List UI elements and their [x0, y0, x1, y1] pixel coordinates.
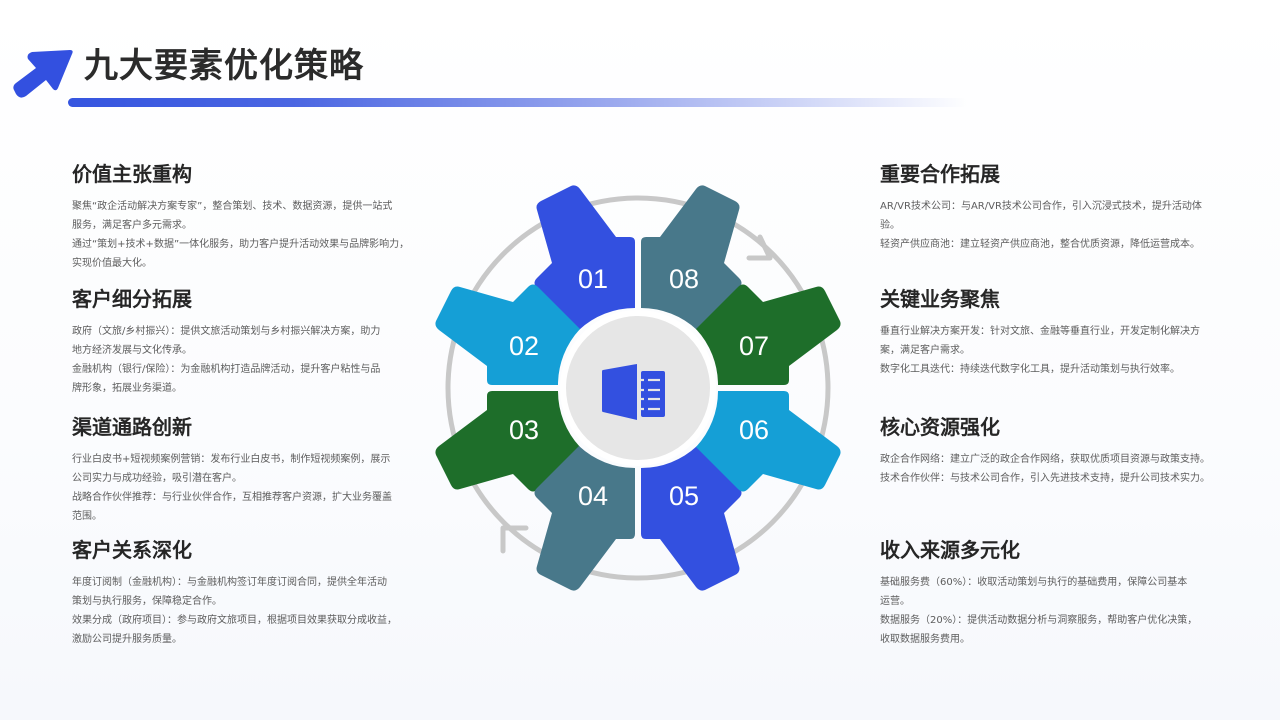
- block-title: 核心资源强化: [880, 415, 1000, 439]
- segment-label-05: 05: [668, 481, 700, 511]
- block-line: 基础服务费（60%）：收取活动策划与执行的基础费用，保障公司基本: [880, 577, 1188, 588]
- block-line: 政企合作网络：建立广泛的政企合作网络，获取优质项目资源与政策支持。: [880, 454, 1210, 465]
- segment-label-02: 02: [508, 331, 540, 361]
- block-title: 客户关系深化: [72, 538, 192, 562]
- arrow-up-right-icon: [13, 50, 73, 98]
- block-line: 政府（文旅/乡村振兴）：提供文旅活动策划与乡村振兴解决方案，助力: [72, 326, 381, 337]
- block-title: 重要合作拓展: [880, 162, 1000, 186]
- segment-label-06: 06: [738, 415, 770, 445]
- block-title: 价值主张重构: [72, 162, 192, 186]
- block-line: 案，满足客户需求。: [880, 345, 970, 356]
- block-line: 地方经济发展与文化传承。: [72, 345, 192, 356]
- block-title: 收入来源多元化: [880, 538, 1020, 562]
- block-line: 数据服务（20%）：提供活动数据分析与洞察服务，帮助客户优化决策，: [880, 615, 1198, 626]
- segment-label-01: 01: [577, 264, 609, 294]
- block-line: 战略合作伙伴推荐：与行业伙伴合作，互相推荐客户资源，扩大业务覆盖: [72, 492, 392, 503]
- block-line: 行业白皮书+短视频案例营销：发布行业白皮书，制作短视频案例，展示: [72, 454, 391, 465]
- block-line: 服务，满足客户多元需求。: [72, 220, 192, 231]
- segment-label-07: 07: [738, 331, 770, 361]
- block-title: 渠道通路创新: [72, 415, 192, 439]
- block-value-proposition: 价值主张重构 聚焦“政企活动解决方案专家”，整合策划、技术、数据资源，提供一站式…: [72, 161, 422, 273]
- block-key-activities: 关键业务聚焦 垂直行业解决方案开发：针对文旅、金融等垂直行业，开发定制化解决方 …: [880, 286, 1230, 379]
- block-title: 客户细分拓展: [72, 287, 192, 311]
- block-line: 牌形象，拓展业务渠道。: [72, 383, 182, 394]
- block-line: 策划与执行服务，保障稳定合作。: [72, 596, 222, 607]
- segment-label-03: 03: [508, 415, 540, 445]
- circular-arrows-icon: [445, 195, 831, 581]
- block-line: 实现价值最大化。: [72, 258, 152, 269]
- block-title: 关键业务聚焦: [880, 287, 1000, 311]
- block-line: 运营。: [880, 596, 910, 607]
- block-line: 技术合作伙伴：与技术公司合作，引入先进技术支持，提升公司技术实力。: [880, 473, 1210, 484]
- block-line: 金融机构（银行/保险）：为金融机构打造品牌活动，提升客户粘性与品: [72, 364, 381, 375]
- segment-label-08: 08: [668, 264, 700, 294]
- block-line: 垂直行业解决方案开发：针对文旅、金融等垂直行业，开发定制化解决方: [880, 326, 1200, 337]
- block-line: 数字化工具迭代：持续迭代数字化工具，提升活动策划与执行效率。: [880, 364, 1180, 375]
- center-ring: [560, 310, 716, 466]
- segment-label-04: 04: [577, 481, 609, 511]
- block-line: 通过“策划+技术+数据”一体化服务，助力客户提升活动效果与品牌影响力，: [72, 239, 410, 250]
- book-open-icon: [602, 364, 665, 420]
- block-customer-segments: 客户细分拓展 政府（文旅/乡村振兴）：提供文旅活动策划与乡村振兴解决方案，助力 …: [72, 286, 422, 398]
- block-line: AR/VR技术公司：与AR/VR技术公司合作，引入沉浸式技术，提升活动体: [880, 201, 1202, 212]
- block-revenue-streams: 收入来源多元化 基础服务费（60%）：收取活动策划与执行的基础费用，保障公司基本…: [880, 537, 1230, 649]
- center-circle: [566, 316, 710, 460]
- block-line: 收取数据服务费用。: [880, 634, 970, 645]
- block-line: 效果分成（政府项目）：参与政府文旅项目，根据项目效果获取分成收益，: [72, 615, 397, 626]
- block-line: 年度订阅制（金融机构）：与金融机构签订年度订阅合同，提供全年活动: [72, 577, 387, 588]
- block-customer-relationships: 客户关系深化 年度订阅制（金融机构）：与金融机构签订年度订阅合同，提供全年活动 …: [72, 537, 422, 649]
- block-channels: 渠道通路创新 行业白皮书+短视频案例营销：发布行业白皮书，制作短视频案例，展示 …: [72, 414, 422, 526]
- block-line: 范围。: [72, 511, 102, 522]
- block-line: 公司实力与成功经验，吸引潜在客户。: [72, 473, 242, 484]
- block-line: 轻资产供应商池：建立轻资产供应商池，整合优质资源，降低运营成本。: [880, 239, 1200, 250]
- title-underline: [68, 98, 968, 107]
- block-key-resources: 核心资源强化 政企合作网络：建立广泛的政企合作网络，获取优质项目资源与政策支持。…: [880, 414, 1230, 488]
- page-title: 九大要素优化策略: [84, 46, 364, 86]
- block-line: 激励公司提升服务质量。: [72, 634, 182, 645]
- block-line: 验。: [880, 220, 900, 231]
- block-line: 聚焦“政企活动解决方案专家”，整合策划、技术、数据资源，提供一站式: [72, 201, 393, 212]
- block-key-partners: 重要合作拓展 AR/VR技术公司：与AR/VR技术公司合作，引入沉浸式技术，提升…: [880, 161, 1230, 254]
